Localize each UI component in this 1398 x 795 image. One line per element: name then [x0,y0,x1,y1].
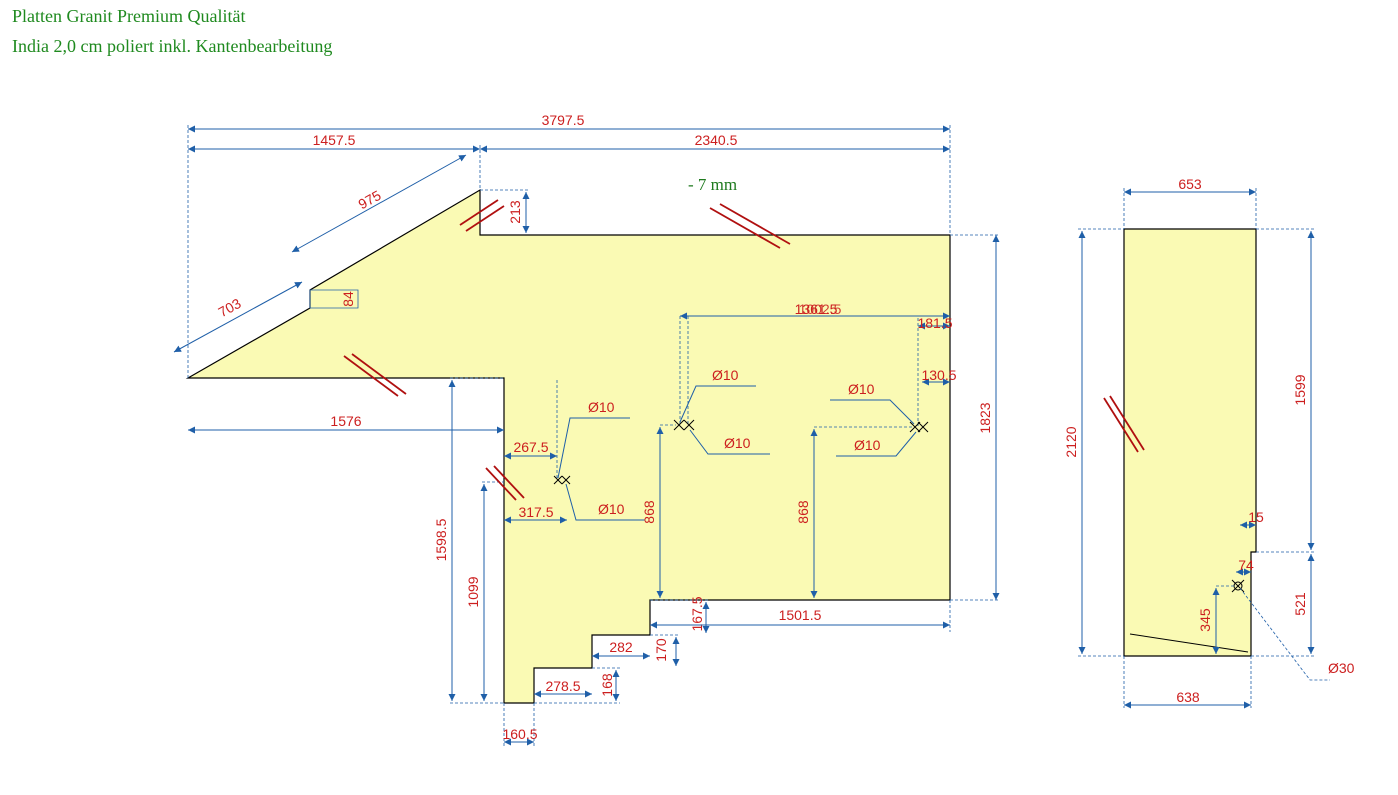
dim-step2-height: 170 [653,638,669,662]
hole-3-marker [909,421,929,433]
dim-side-step-small: 15 [1248,509,1264,525]
leader-line [830,399,915,425]
dim-right-height: 1823 [977,402,993,433]
dim-hole1-x2: 317.5 [518,504,553,520]
cut-marks-side [1103,395,1145,453]
side-hole-label: Ø30 [1328,660,1355,676]
dimension-line [291,154,467,253]
dim-side-upper-right: 1599 [1292,374,1308,405]
hole-label-b: Ø10 [598,501,625,517]
dim-side-height: 2120 [1063,426,1079,457]
dim-left-height-inner: 1099 [465,576,481,607]
dim-step1-height: 167.5 [689,596,705,631]
dim-total-width: 3797.5 [542,112,585,128]
dim-bottom-left-width: 1576 [330,413,361,429]
dim-right-hole-vertical: 130.5 [921,367,956,383]
side-slab-outline [1123,228,1257,657]
dim-side-hole-offset: 74 [1238,557,1254,573]
leader-line [557,417,630,479]
leader-line [565,483,645,521]
hole-1-marker [553,475,571,485]
dim-side-top-width: 653 [1178,176,1202,192]
dim-side-hole-height: 345 [1197,608,1213,632]
side-slab-bevel [1129,633,1249,653]
dim-step3-height: 168 [599,673,615,697]
dim-holes-span-b: 1002.5 [799,301,842,317]
hole-label-a: Ø10 [588,399,615,415]
dim-hole-height-right: 868 [795,500,811,524]
dim-hole1-x: 267.5 [513,439,548,455]
dim-side-bottom-width: 638 [1176,689,1200,705]
dim-left-width: 1457.5 [313,132,356,148]
title-line-2: India 2,0 cm poliert inkl. Kantenbearbei… [12,36,333,56]
dim-step1-width: 1501.5 [779,607,822,623]
dim-holes-span-a: 1361.5 [795,301,838,317]
leader-line [689,429,770,455]
dim-notch: 84 [340,291,356,307]
cut-marks-main [343,199,791,501]
leader-line [1239,587,1330,681]
title-line-1: Platten Granit Premium Qualität [12,6,246,26]
dim-right-width: 2340.5 [695,132,738,148]
leader-line [836,431,917,457]
thickness-note: - 7 mm [688,175,737,194]
hole-label-e: Ø10 [848,381,875,397]
dim-step2-width: 282 [609,639,633,655]
dimension-line [173,281,303,353]
dim-diagonal-upper: 975 [355,187,383,212]
dim-bottom-width: 160.5 [502,726,537,742]
hole-label-f: Ø10 [854,437,881,453]
notch-outline [309,289,359,309]
dim-side-lower-right: 521 [1292,592,1308,616]
hole-label-c: Ø10 [712,367,739,383]
hole-label-d: Ø10 [724,435,751,451]
leader-line [679,385,756,423]
hole-2-marker [673,419,695,431]
dim-step3-width: 278.5 [545,678,580,694]
main-slab-outline [185,188,951,704]
dim-step-top: 213 [507,200,523,224]
dim-hole-height-left: 868 [641,500,657,524]
dim-left-height-outer: 1598.5 [433,518,449,561]
dim-right-hole-offset: 181.5 [917,315,952,331]
